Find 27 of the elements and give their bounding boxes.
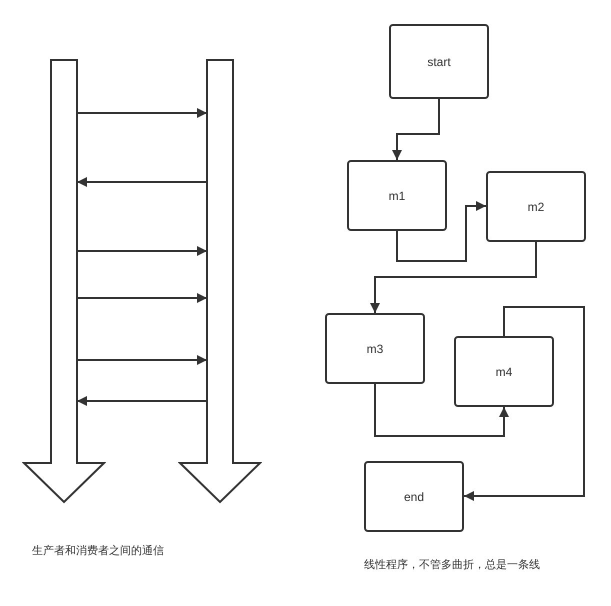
arrow [77, 293, 207, 303]
process-box [347, 160, 447, 231]
arrow [396, 201, 486, 262]
process-box [486, 171, 586, 242]
box-label: m3 [366, 342, 384, 356]
block-arrow-drawing [178, 59, 262, 504]
process-box [454, 336, 554, 407]
caption: 线性程序，不管多曲折，总是一条线 [364, 557, 540, 572]
box-label: m2 [528, 200, 544, 214]
process-box [389, 24, 489, 99]
arrow [77, 246, 207, 256]
process-box [364, 461, 464, 532]
box-label: end [404, 490, 424, 504]
arrow [464, 306, 585, 501]
arrow [392, 99, 440, 160]
box-label: start [427, 54, 451, 68]
arrow [77, 177, 207, 187]
arrow [370, 242, 537, 313]
caption: 生产者和消费者之间的通信 [32, 543, 164, 558]
block-arrow-drawing [22, 59, 106, 504]
arrow [77, 396, 207, 406]
arrow [77, 355, 207, 365]
arrow [374, 384, 509, 437]
box-label: m1 [388, 188, 406, 202]
box-label: m4 [496, 364, 512, 378]
process-box [325, 313, 425, 384]
arrow [77, 108, 207, 118]
